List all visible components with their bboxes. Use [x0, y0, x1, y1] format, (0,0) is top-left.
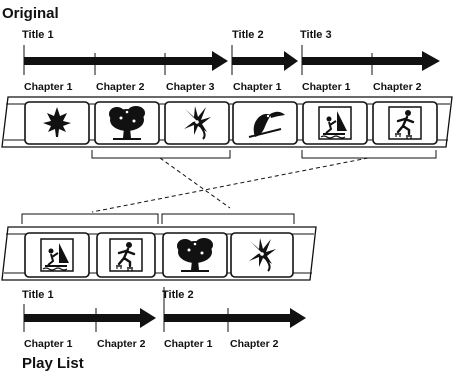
playlist-frame-1 — [24, 232, 90, 278]
original-title-3-label: Title 3 — [300, 29, 332, 41]
playlist-chapter-label: Chapter 2 — [230, 338, 279, 350]
playlist-frame-2 — [96, 232, 156, 278]
dashed-connector — [91, 157, 369, 213]
selection-bracket-right — [301, 150, 437, 159]
playlist-bracket-right — [161, 213, 295, 224]
original-chapter-label: Chapter 1 — [302, 81, 351, 93]
playlist-heading: Play List — [22, 355, 84, 372]
playlist-chapter-label: Chapter 2 — [97, 338, 146, 350]
original-frame-6 — [372, 101, 438, 145]
original-frame-5 — [302, 101, 368, 145]
original-frame-1 — [24, 101, 90, 145]
original-chapter-label: Chapter 3 — [166, 81, 215, 93]
original-chapter-label: Chapter 1 — [24, 81, 73, 93]
original-frame-3 — [164, 101, 230, 145]
original-frame-4 — [232, 101, 298, 145]
original-title-3-arrow — [301, 45, 440, 75]
original-chapter-label: Chapter 1 — [233, 81, 282, 93]
playlist-bracket-left — [21, 213, 159, 224]
original-chapter-label: Chapter 2 — [373, 81, 422, 93]
original-chapter-label: Chapter 2 — [96, 81, 145, 93]
original-title-2-arrow — [231, 45, 298, 75]
playlist-title-1-label: Title 1 — [22, 289, 54, 301]
playlist-chapter-label: Chapter 1 — [24, 338, 73, 350]
original-heading: Original — [2, 5, 59, 22]
playlist-title-2-label: Title 2 — [162, 289, 194, 301]
original-title-1-arrow — [23, 45, 228, 75]
playlist-chapter-label: Chapter 1 — [164, 338, 213, 350]
playlist-frame-4 — [230, 232, 294, 278]
playlist-frame-3 — [162, 232, 228, 278]
dashed-connector — [159, 157, 231, 209]
original-frame-2 — [94, 101, 160, 145]
selection-bracket-left — [91, 150, 231, 159]
original-title-1-label: Title 1 — [22, 29, 54, 41]
playlist-title-1-arrow — [23, 304, 156, 332]
original-title-2-label: Title 2 — [232, 29, 264, 41]
